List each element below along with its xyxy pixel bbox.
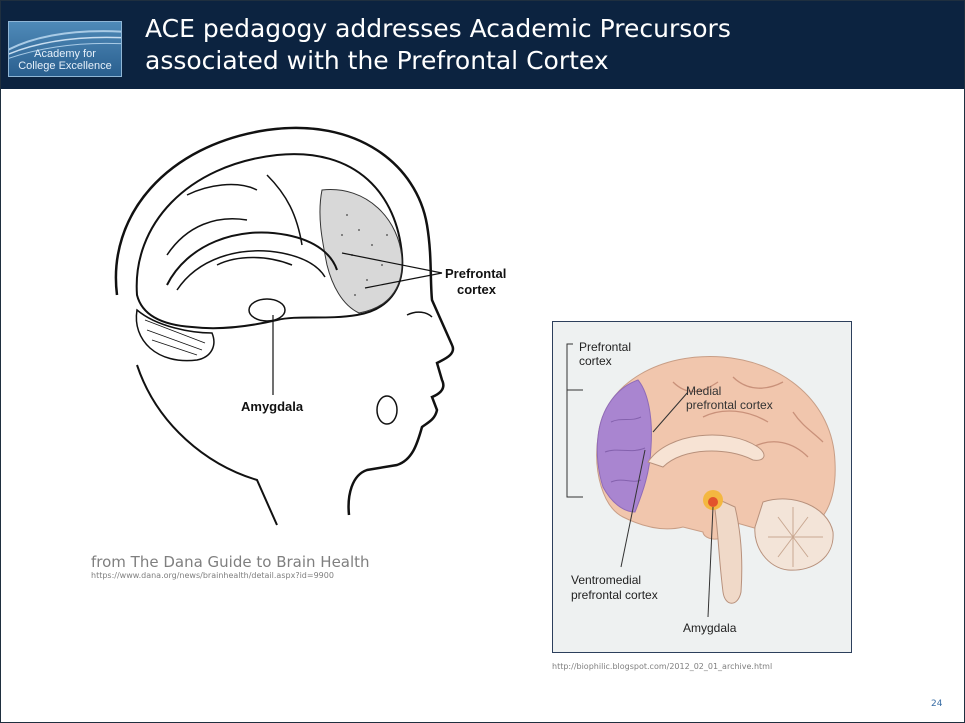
sagittal-brain-illustration: Prefrontal cortex Medial prefrontal cort… <box>552 321 852 653</box>
prefrontal-label-line-2: cortex <box>457 282 497 297</box>
head-brain-illustration: Prefrontal cortex Amygdala <box>97 105 537 535</box>
sagittal-brain-svg: Prefrontal cortex Medial prefrontal cort… <box>553 322 851 652</box>
right-figure-source-url: http://biophilic.blogspot.com/2012_02_01… <box>552 662 772 671</box>
title-line-2: associated with the Prefrontal Cortex <box>145 45 945 77</box>
right-amygdala-label: Amygdala <box>683 621 737 635</box>
left-figure-source-url: https://www.dana.org/news/brainhealth/de… <box>91 571 334 580</box>
academy-logo: Academy for College Excellence <box>8 21 122 77</box>
medial-label-line-1: Medial <box>686 384 721 398</box>
title-line-1: ACE pedagogy addresses Academic Precurso… <box>145 13 945 45</box>
title-bar: Academy for College Excellence ACE pedag… <box>1 1 964 89</box>
right-prefrontal-label-line-1: Prefrontal <box>579 340 631 354</box>
ventromedial-label-line-2: prefrontal cortex <box>571 588 658 602</box>
logo-line-2: College Excellence <box>9 60 121 72</box>
logo-line-1: Academy for <box>9 48 121 60</box>
ventromedial-label-line-1: Ventromedial <box>571 573 641 587</box>
amygdala-label: Amygdala <box>241 399 304 414</box>
page-number: 24 <box>931 699 942 709</box>
right-prefrontal-label-line-2: cortex <box>579 354 612 368</box>
prefrontal-label-line-1: Prefrontal <box>445 266 506 281</box>
medial-label-line-2: prefrontal cortex <box>686 398 773 412</box>
left-figure-caption: from The Dana Guide to Brain Health <box>91 553 370 571</box>
slide-title: ACE pedagogy addresses Academic Precurso… <box>145 13 945 77</box>
